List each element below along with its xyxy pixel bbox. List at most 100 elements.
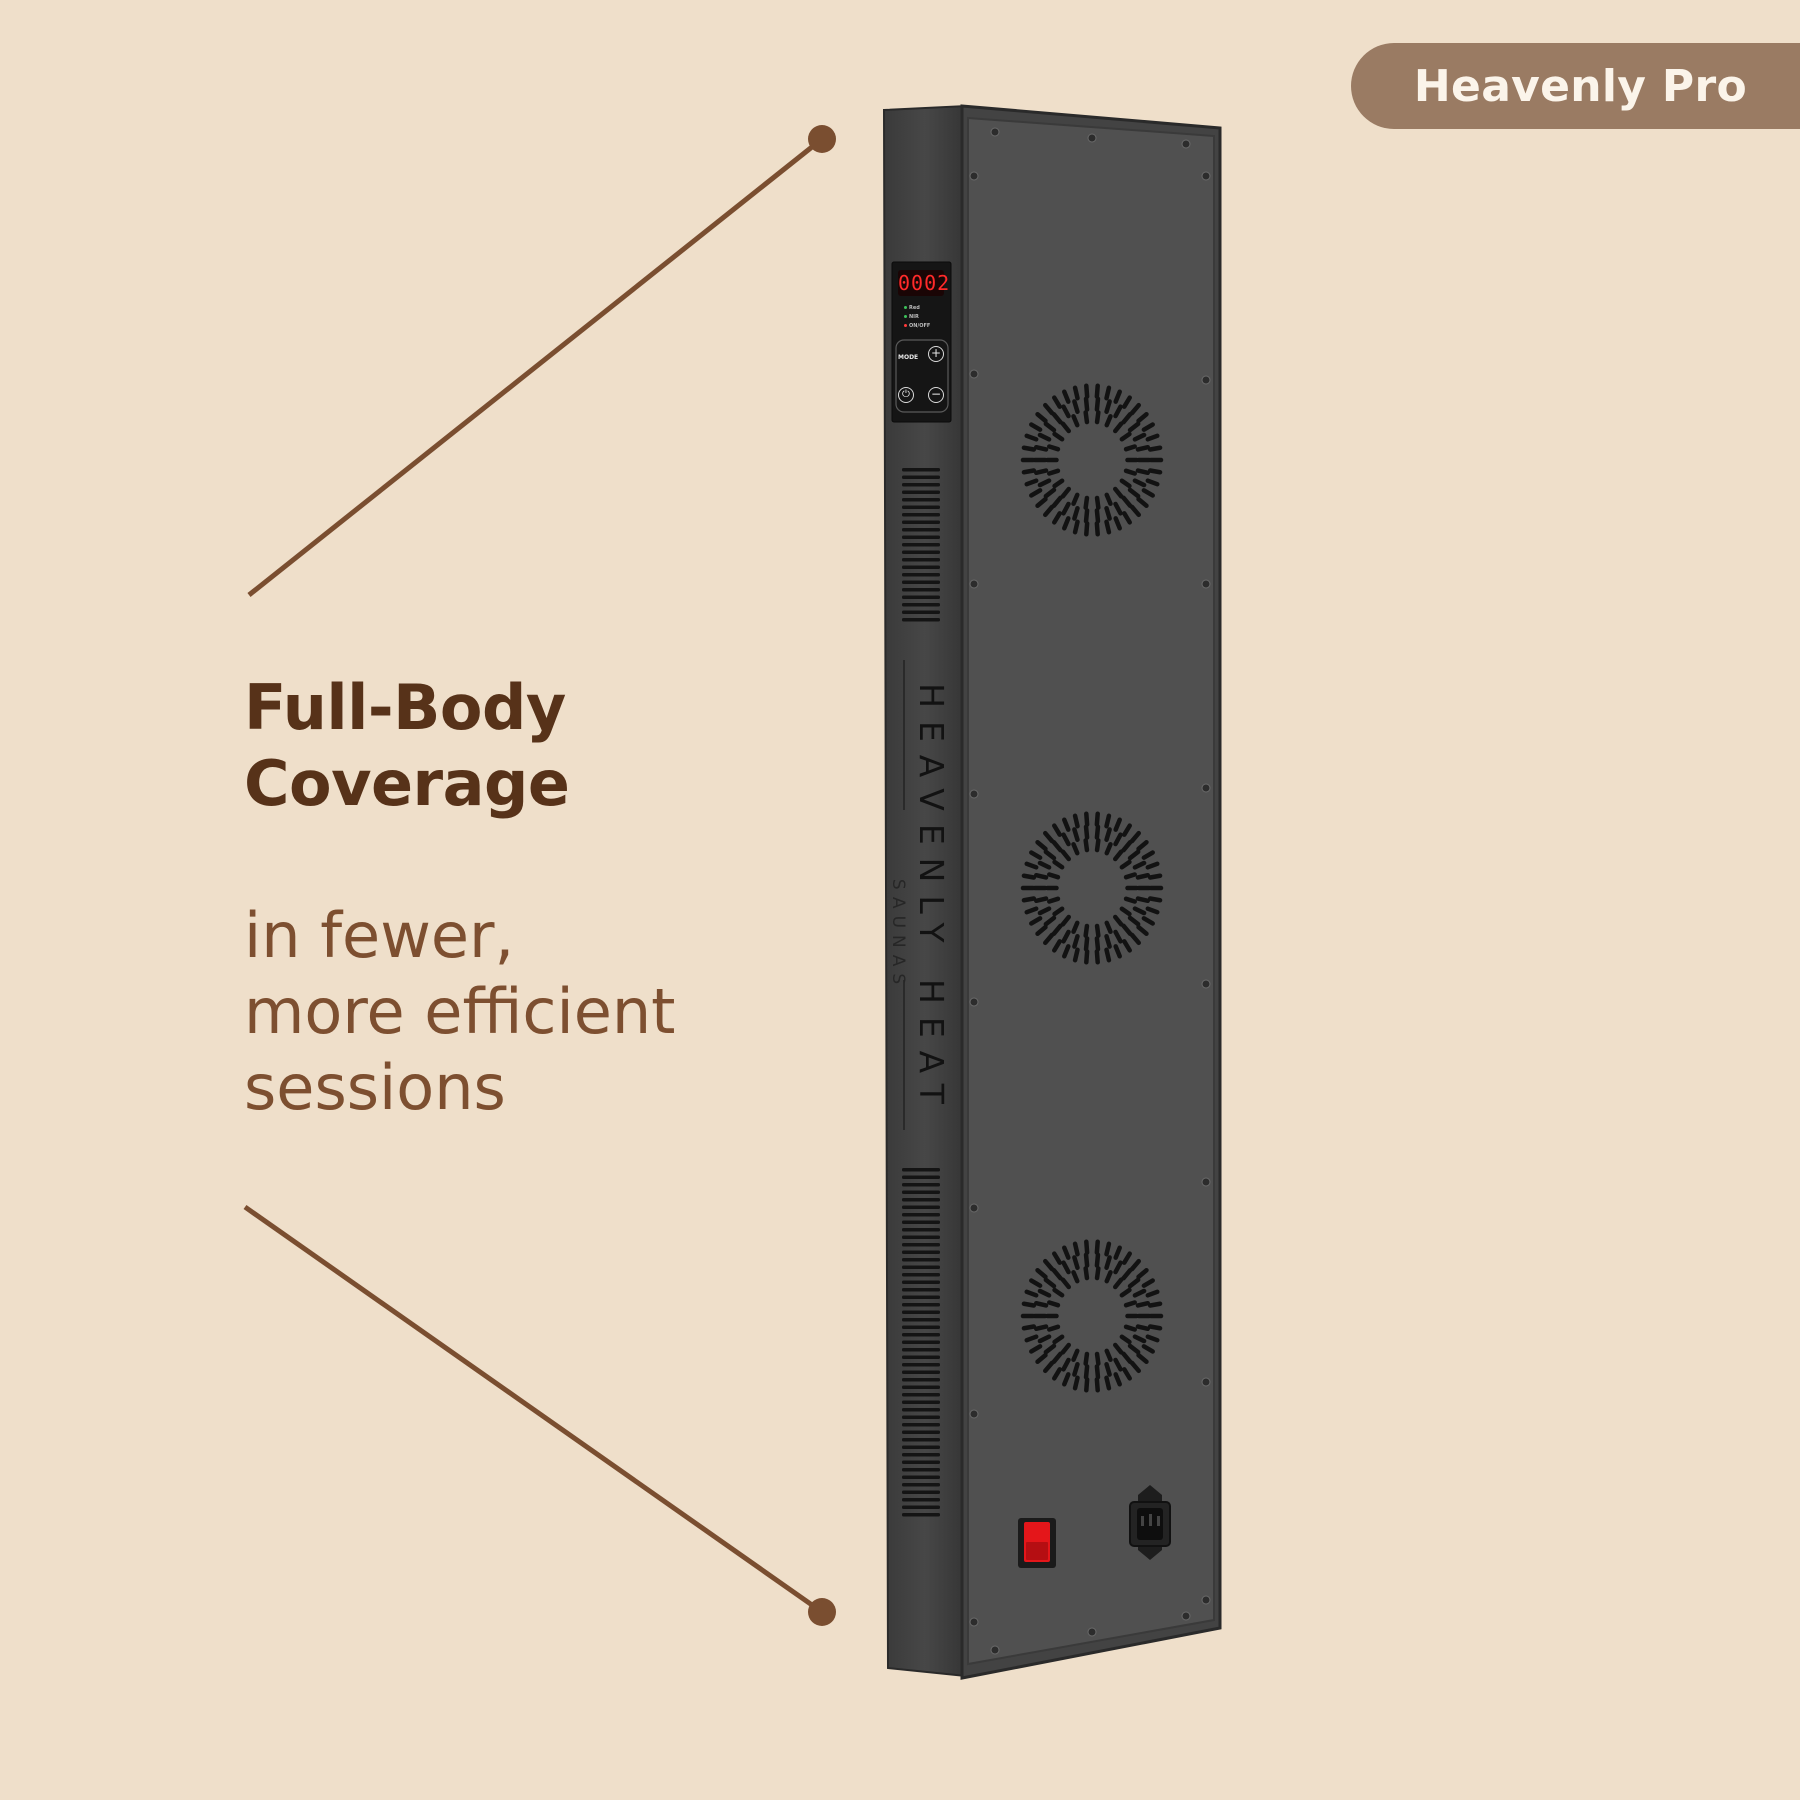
screw [969, 789, 979, 799]
power-socket-icon[interactable] [1129, 1485, 1171, 1560]
screw [1201, 1177, 1211, 1187]
screw [969, 579, 979, 589]
vent-slot [902, 1415, 940, 1419]
vent-slot [902, 1280, 940, 1284]
vent-slot [902, 1378, 940, 1382]
vent-slot [902, 1198, 940, 1202]
vent-slot [902, 1453, 940, 1457]
vent-slot [902, 1183, 940, 1187]
indicator-label: NIR [909, 314, 919, 320]
vent-slot [902, 1303, 940, 1307]
subline-line: in fewer, [244, 899, 515, 972]
minus-icon[interactable]: − [928, 387, 944, 403]
vent-slot [902, 1310, 940, 1314]
vent-slot [902, 610, 940, 614]
vent-slot [902, 1445, 940, 1449]
device-brand: HEAVENLY HEAT SAUNAS [888, 655, 965, 1145]
power-icon[interactable]: ⏻ [898, 387, 914, 403]
vent-slot [902, 580, 940, 584]
mode-button[interactable]: MODE [898, 354, 919, 361]
vent-slot [902, 1168, 940, 1172]
vent-slot [902, 1190, 940, 1194]
vent-slot [902, 1468, 940, 1472]
headline-line: Coverage [244, 747, 570, 820]
vent-slot [902, 498, 940, 502]
screw [1201, 783, 1211, 793]
rocker-switch-icon[interactable] [1018, 1518, 1056, 1568]
screw [969, 171, 979, 181]
vent-slot [902, 1213, 940, 1217]
vent-slot [902, 1393, 940, 1397]
vent-slot [902, 543, 940, 547]
vent-slot [902, 1438, 940, 1442]
vent-slot [902, 1295, 940, 1299]
plus-icon[interactable]: + [928, 346, 944, 362]
subline: in fewer, more efficient sessions [244, 898, 804, 1126]
control-button-area [895, 339, 949, 413]
callout-line-bottom [243, 1204, 824, 1615]
vent-slot [902, 1370, 940, 1374]
vent-slot [902, 520, 940, 524]
vent-slot [902, 550, 940, 554]
vent-slot [902, 513, 940, 517]
vent-slot [902, 1505, 940, 1509]
screw [969, 997, 979, 1007]
vent-slot [902, 1385, 940, 1389]
control-panel [891, 261, 952, 423]
indicator-red: Red [904, 304, 930, 313]
indicator-legend: Red NIR ON/OFF [904, 304, 930, 331]
vent-slot [902, 1205, 940, 1209]
vent-slot [902, 573, 940, 577]
vent-slot [902, 505, 940, 509]
screw [990, 127, 1000, 137]
vent-slot [902, 565, 940, 569]
vent-slot [902, 1498, 940, 1502]
vent-slot [902, 1355, 940, 1359]
vent-slot [902, 618, 940, 622]
vent-slot [902, 490, 940, 494]
vent-slot [902, 1250, 940, 1254]
vent-slot [902, 475, 940, 479]
screw [1087, 1627, 1097, 1637]
vent-slot [902, 1243, 940, 1247]
screw [1181, 1611, 1191, 1621]
screw [969, 1409, 979, 1419]
subline-line: more efficient [244, 975, 676, 1048]
vent-slot [902, 1220, 940, 1224]
screw [1181, 139, 1191, 149]
screw [1201, 1595, 1211, 1605]
callout-dot-bottom [808, 1598, 836, 1626]
vent-slot [902, 1318, 940, 1322]
badge-label: Heavenly Pro [1413, 60, 1747, 112]
vent-slot [902, 1228, 940, 1232]
indicator-label: ON/OFF [909, 323, 931, 329]
vent-slot [902, 1273, 940, 1277]
screw [969, 1617, 979, 1627]
vent-slot [902, 1258, 940, 1262]
vent-slot [902, 595, 940, 599]
vent-slot [902, 1175, 940, 1179]
screw [1087, 133, 1097, 143]
screw [1201, 979, 1211, 989]
vent-slot [902, 1288, 940, 1292]
vent-slots-top [902, 468, 940, 622]
indicator-nir: NIR [904, 313, 930, 322]
vent-slot [902, 588, 940, 592]
vent-slot [902, 558, 940, 562]
indicator-label: Red [909, 305, 920, 311]
brand-name: HEAVENLY HEAT [912, 683, 951, 1117]
vent-slot [902, 1483, 940, 1487]
vent-slot [902, 1400, 940, 1404]
vent-slots-bottom [902, 1168, 940, 1517]
vent-slot [902, 1408, 940, 1412]
subline-line: sessions [244, 1051, 506, 1124]
vent-slot [902, 1333, 940, 1337]
screw [1201, 171, 1211, 181]
brand-subtitle: SAUNAS [888, 878, 908, 992]
screw [1201, 579, 1211, 589]
fan-grilles [1020, 383, 1164, 1393]
vent-slot [902, 1475, 940, 1479]
vent-slot [902, 528, 940, 532]
